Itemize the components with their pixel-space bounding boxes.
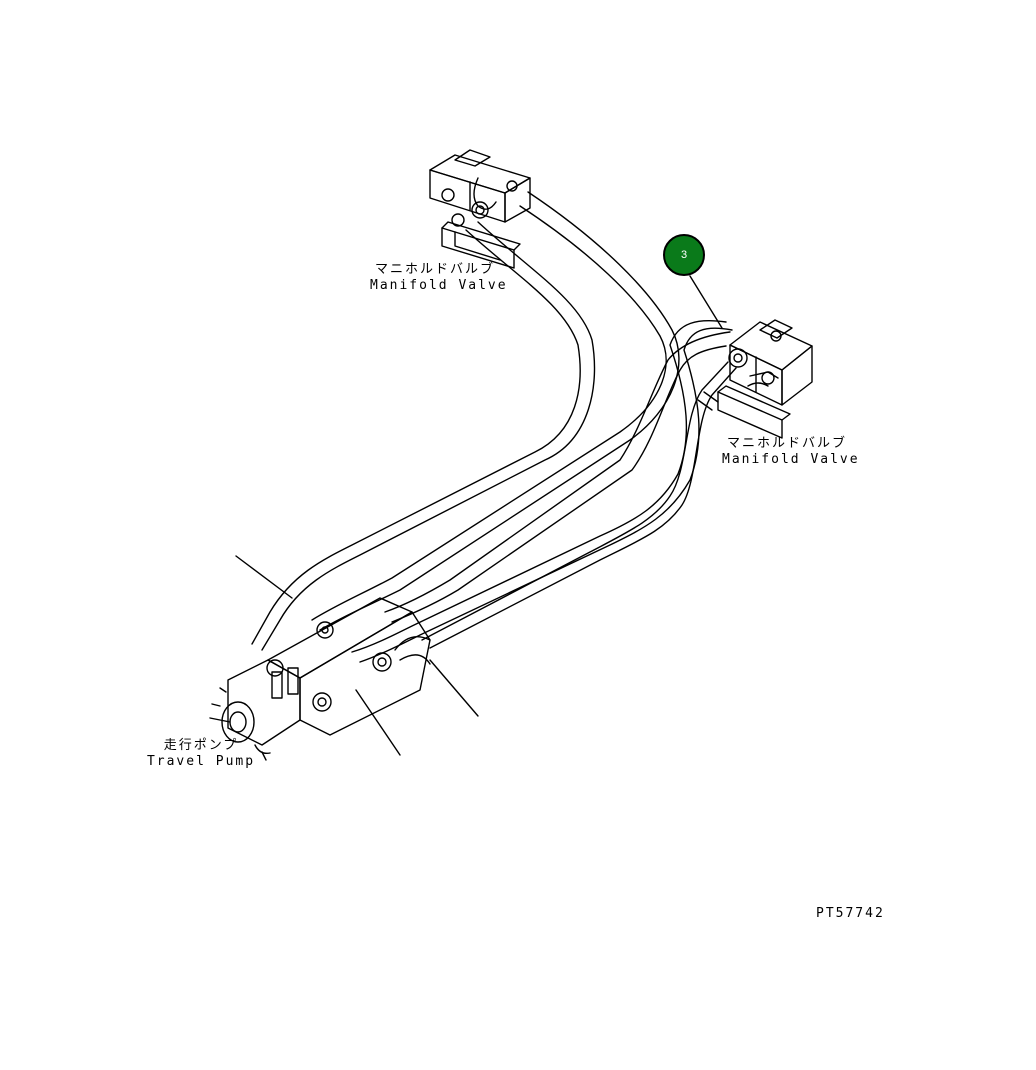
manifold-valve-label-top: マニホルドバルブ Manifold Valve [370,262,508,294]
hose-a [251,221,596,651]
travel-pump-label-en: Travel Pump [146,754,256,769]
hose-e [351,319,733,663]
travel-pump [209,597,431,761]
hose-d [421,361,737,649]
manifold-valve-label-top-jp: マニホルドバルブ [374,262,495,277]
manifold-valve-label-top-en: Manifold Valve [370,278,508,293]
manifold-valve-label-right: マニホルドバルブ Manifold Valve [722,436,860,468]
leader-line-callout-3 [689,275,723,329]
manifold-valve-label-right-jp: マニホルドバルブ [726,436,847,451]
manifold-valve-top [429,149,531,269]
leader-line-lower-middle [355,689,401,756]
leader-line-lower-right [429,659,479,717]
travel-pump-label: 走行ポンプ Travel Pump [146,738,256,770]
manifold-valve-label-right-en: Manifold Valve [722,452,860,467]
travel-pump-label-jp: 走行ポンプ [163,738,239,753]
part-callout-3[interactable]: 3 [663,234,705,276]
hose-c [384,331,731,623]
leader-line-upper-left [235,555,293,599]
manifold-valve-right [717,319,813,439]
drawing-number: PT57742 [816,906,885,921]
